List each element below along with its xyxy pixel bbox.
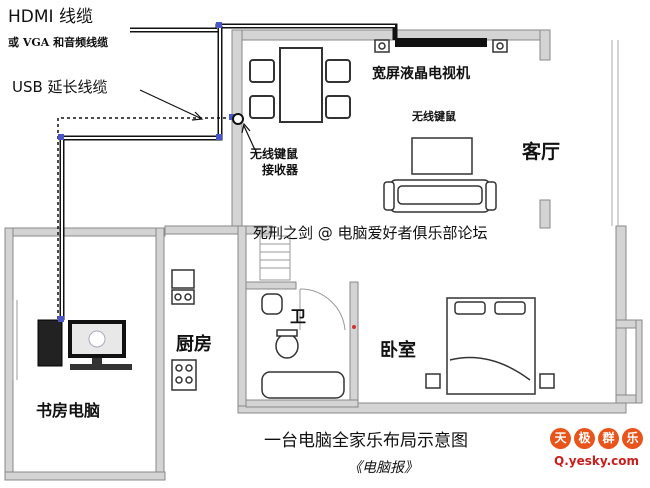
caption-title: 一台电脑全家乐布局示意图	[264, 431, 468, 451]
wall-bath-right	[349, 281, 359, 408]
cable-nodes	[58, 22, 235, 322]
logo-char: 乐	[622, 428, 643, 449]
kitchen-cabinet	[171, 269, 195, 289]
living-window	[611, 40, 619, 226]
label-living-room: 客厅	[522, 140, 560, 163]
watermark-text: 死刑之剑 @ 电脑爱好者俱乐部论坛	[253, 224, 488, 242]
label-hdmi-sub: 或 VGA 和音频线缆	[8, 35, 108, 49]
label-study-pc: 书房电脑	[36, 401, 100, 420]
stove	[171, 359, 197, 391]
wall-study-top	[4, 227, 166, 237]
wall-right-lower	[615, 225, 627, 412]
label-wireless-kbm: 无线键鼠	[411, 109, 456, 123]
label-bathroom: 卫	[290, 307, 306, 326]
bathtub	[261, 371, 345, 399]
kitchen-fixtures	[171, 269, 197, 391]
wall-study-left	[4, 227, 14, 481]
bath-fixtures	[261, 293, 345, 399]
logo-char: 极	[574, 428, 595, 449]
label-kitchen: 厨房	[176, 333, 212, 355]
chair	[249, 59, 275, 83]
label-receiver-1: 无线键鼠	[249, 146, 298, 161]
nightstand	[539, 373, 555, 389]
wall-kitchen-right	[237, 225, 247, 407]
wall-right-balcony-edge	[635, 319, 643, 404]
wall-top	[231, 29, 551, 41]
washbasin	[261, 293, 283, 315]
label-tv: 宽屏液晶电视机	[372, 65, 470, 82]
label-bedroom: 卧室	[380, 339, 416, 361]
yesky-logo: 天 极 群 乐 Q.yesky.com	[550, 428, 646, 476]
label-usb-cable: USB 延长线缆	[12, 78, 108, 96]
wall-bath-bottom-stub	[245, 399, 359, 408]
caption-source: 《电脑报》	[348, 460, 418, 476]
logo-char: 天	[550, 428, 571, 449]
bath-door-arc	[299, 288, 346, 331]
wall-right-window	[539, 199, 551, 229]
label-receiver-2: 接收器	[262, 162, 299, 177]
nightstand	[425, 373, 441, 389]
desktop-computer-icon	[37, 319, 132, 370]
dining-table	[279, 47, 323, 123]
stairs	[259, 235, 291, 281]
toilet	[275, 333, 299, 359]
wall-living-left	[231, 29, 243, 229]
wall-living-bottom	[164, 225, 246, 235]
tv-icon	[395, 38, 487, 47]
speakers	[374, 39, 508, 53]
dining-set	[249, 47, 351, 123]
label-hdmi-cable: HDMI 线缆	[8, 7, 93, 27]
callout-arrows	[139, 89, 256, 151]
accent-dot	[352, 325, 356, 329]
chair	[249, 95, 275, 119]
wall-study-bottom	[4, 471, 166, 481]
logo-url: Q.yesky.com	[554, 454, 639, 468]
usb-cable-route	[57, 117, 232, 320]
study-window	[12, 300, 18, 380]
coffee-table	[411, 137, 473, 175]
chair	[325, 95, 351, 119]
bed	[425, 297, 555, 395]
wireless-receiver-icon	[232, 113, 244, 125]
walls	[4, 29, 643, 481]
chair	[325, 59, 351, 83]
sofa	[383, 179, 497, 213]
wall-right-upper	[539, 29, 551, 61]
wall-study-right	[155, 227, 165, 481]
wall-bottom	[237, 402, 627, 414]
wall-bath-top	[245, 281, 297, 290]
logo-char: 群	[598, 428, 619, 449]
